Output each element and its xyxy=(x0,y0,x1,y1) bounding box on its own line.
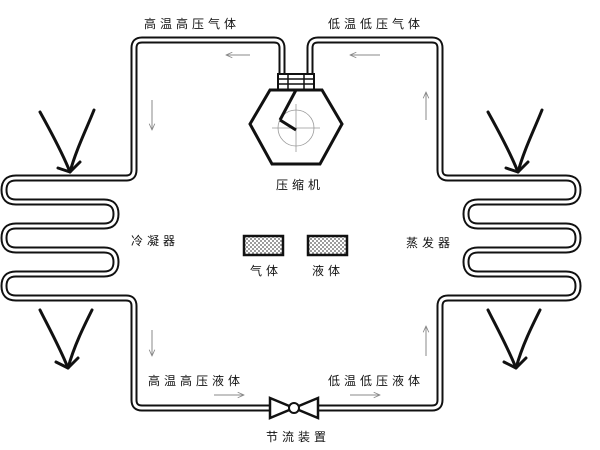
label-high-temp-high-pressure-gas: 高温高压气体 xyxy=(144,17,241,31)
label-high-temp-high-pressure-liquid: 高温高压液体 xyxy=(148,374,245,388)
label-compressor: 压缩机 xyxy=(276,178,325,192)
label-throttle-device: 节流装置 xyxy=(266,430,331,444)
throttle-valve xyxy=(268,396,320,420)
air-flow-arrows xyxy=(38,108,544,370)
compressor xyxy=(248,73,344,166)
label-gas: 气体 xyxy=(250,264,283,278)
label-evaporator: 蒸发器 xyxy=(406,236,455,250)
label-liquid: 液体 xyxy=(312,264,345,278)
air-in-evaporator-icon xyxy=(486,108,544,174)
liquid-legend-box xyxy=(306,234,349,257)
label-low-temp-low-pressure-liquid: 低温低压液体 xyxy=(328,374,425,388)
label-condenser: 冷凝器 xyxy=(131,234,180,248)
air-out-condenser-icon xyxy=(38,308,94,370)
air-out-evaporator-icon xyxy=(486,308,542,370)
label-low-temp-low-pressure-gas: 低温低压气体 xyxy=(328,17,425,31)
gas-legend-box xyxy=(242,234,285,257)
flow-arrows xyxy=(152,55,426,395)
air-in-condenser-icon xyxy=(38,108,96,174)
